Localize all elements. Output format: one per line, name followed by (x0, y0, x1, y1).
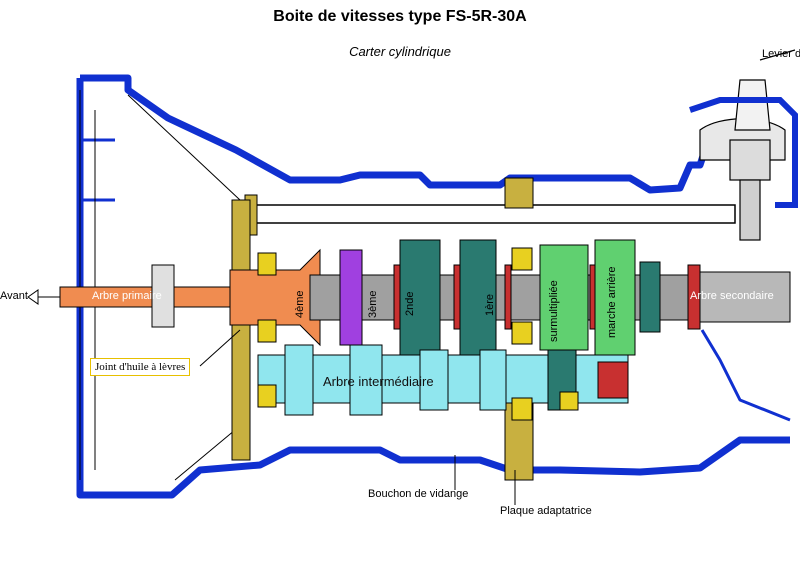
adapter-plate-top (504, 177, 534, 209)
label-gear-4: 4ème (294, 290, 306, 318)
label-avant: Avant (0, 290, 28, 302)
label-gear-1: 1ère (484, 293, 496, 316)
front-cover (231, 199, 251, 461)
primary-shaft (59, 248, 321, 347)
label-arbre-intermediaire: Arbre intermédiaire (323, 374, 434, 389)
diagram-subtitle: Carter cylindrique (349, 44, 451, 59)
label-arbre-secondaire: Arbre secondaire (690, 290, 774, 302)
label-joint: Joint d'huile à lèvres (90, 358, 191, 376)
label-arbre-primaire: Arbre primaire (92, 290, 162, 302)
label-bouchon: Bouchon de vidange (368, 488, 469, 500)
label-gear-3: 3ème (367, 290, 379, 318)
front-arrow-icon (27, 289, 39, 305)
housing (76, 74, 791, 499)
main-gears (339, 239, 701, 359)
shift-tower-housing (689, 97, 798, 208)
label-surmultipliee: surmultipliée (548, 280, 560, 342)
counter-gears (284, 344, 629, 416)
output-shaft (699, 271, 791, 323)
label-levier: Levier de v (762, 48, 800, 60)
diagram-title: Boite de vitesses type FS-5R-30A (273, 8, 527, 25)
label-plaque: Plaque adaptatrice (500, 505, 592, 517)
selector-rod (254, 204, 736, 224)
bearings (257, 247, 579, 421)
shift-lever (699, 49, 796, 241)
label-gear-2: 2nde (404, 291, 416, 316)
label-marche-arriere: marche arrière (606, 266, 618, 338)
